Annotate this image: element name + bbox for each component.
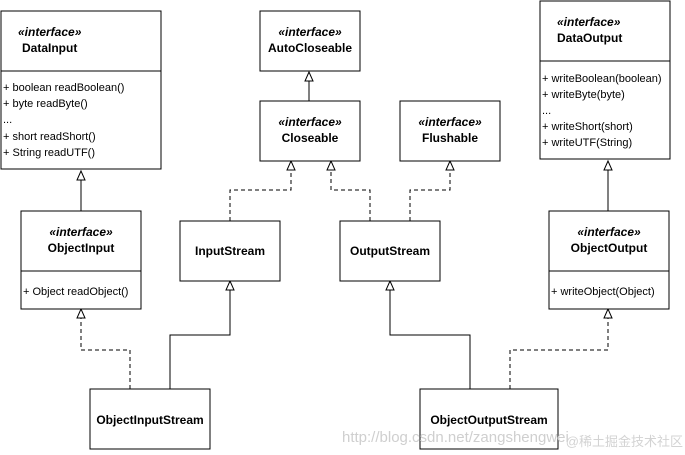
class-stereotype: «interface» [278,115,342,129]
class-name: ObjectOutput [571,241,648,255]
arrowhead-objectinput [76,307,86,319]
arrowheads [76,70,613,319]
class-inputstream[interactable]: InputStream [179,220,281,282]
class-flushable[interactable]: «interface» Flushable [399,100,501,162]
edge-inputstream-closeable [229,170,292,221]
class-member: + boolean readBoolean() [3,82,124,94]
arrowhead-closeable-right [326,159,336,171]
class-stereotype: «interface» [577,225,641,239]
class-name: DataOutput [557,31,622,45]
watermark-badge: @稀土掘金技术社区 [566,434,683,449]
class-objectoutput[interactable]: «interface» ObjectOutput + writeObject(O… [548,210,670,310]
edge-objectoutputstream-outputstream [389,290,471,389]
class-stereotype: «interface» [49,225,113,239]
class-datainput[interactable]: «interface» DataInput + boolean readBool… [0,10,162,170]
arrowhead-closeable-left [286,159,296,171]
class-member: + writeBoolean(boolean) [542,73,662,85]
class-member: + writeShort(short) [542,121,633,133]
class-name: InputStream [195,244,265,258]
edge-objectinputstream-inputstream [169,290,231,389]
watermark-url: http://blog.csdn.net/zangshengwei [342,429,569,446]
relations [80,81,609,389]
watermark: http://blog.csdn.net/zangshengwei @稀土掘金技… [342,429,683,449]
class-name: OutputStream [350,244,430,258]
arrowhead-inputstream [225,279,235,291]
class-member: ... [542,105,551,117]
class-stereotype: «interface» [557,15,621,29]
arrowhead-datainput [76,169,86,181]
class-member: + writeObject(Object) [551,286,655,298]
class-member: + short readShort() [3,131,96,143]
class-member: ... [3,114,12,126]
class-name: DataInput [22,41,77,55]
class-name: ObjectOutputStream [430,413,547,427]
class-name: ObjectInput [48,241,115,255]
class-stereotype: «interface» [18,25,82,39]
arrowhead-autocloseable [304,70,314,82]
class-member: + writeUTF(String) [542,137,632,149]
class-name: Closeable [282,131,339,145]
class-closeable[interactable]: «interface» Closeable [259,100,361,162]
edge-objectoutputstream-objectoutput [509,318,609,389]
class-objectoutputstream[interactable]: ObjectOutputStream [419,388,559,450]
class-outputstream[interactable]: OutputStream [339,220,441,282]
arrowhead-objectoutput [603,307,613,319]
edge-objectinputstream-objectinput [80,318,131,389]
edge-outputstream-flushable [409,170,451,221]
class-name: ObjectInputStream [96,413,203,427]
class-objectinput[interactable]: «interface» ObjectInput + Object readObj… [20,210,142,310]
class-stereotype: «interface» [418,115,482,129]
edge-outputstream-closeable [330,170,371,221]
class-autocloseable[interactable]: «interface» AutoCloseable [259,10,361,72]
class-member: + writeByte(byte) [542,89,625,101]
class-name: Flushable [422,131,478,145]
class-member: + String readUTF() [3,147,95,159]
arrowhead-dataoutput [603,159,613,171]
class-member: + byte readByte() [3,98,88,110]
class-dataoutput[interactable]: «interface» DataOutput + writeBoolean(bo… [539,0,671,160]
class-member: + Object readObject() [23,286,128,298]
class-name: AutoCloseable [268,41,352,55]
arrowhead-flushable [445,159,455,171]
arrowhead-outputstream [385,279,395,291]
class-stereotype: «interface» [278,25,342,39]
class-objectinputstream[interactable]: ObjectInputStream [89,388,211,450]
